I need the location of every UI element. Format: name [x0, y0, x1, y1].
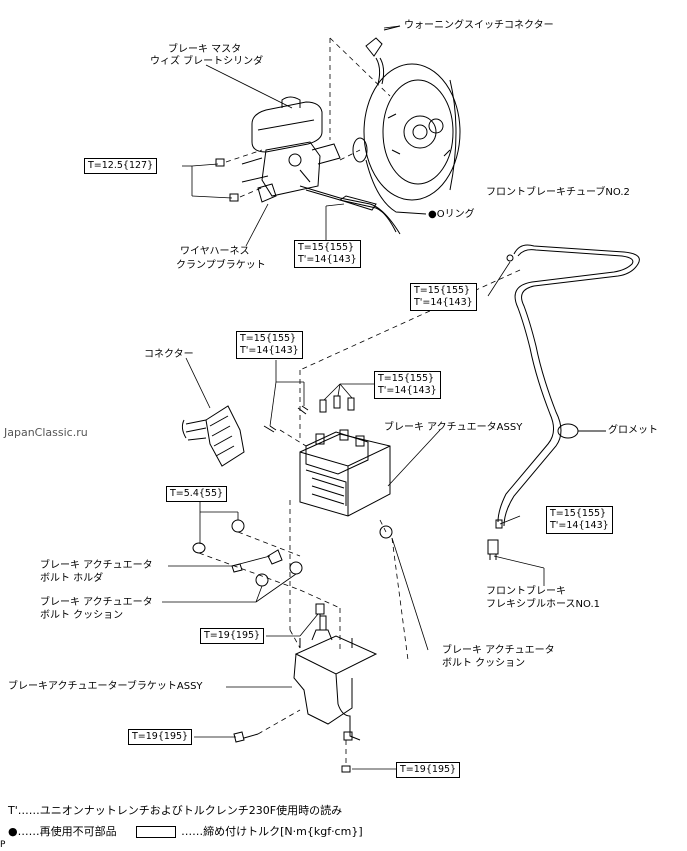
label-bracket-assy: ブレーキアクチュエーターブラケットASSY — [8, 681, 203, 692]
label-bolt-holder-2: ボルト ホルダ — [40, 573, 104, 584]
label-grommet: グロメット — [608, 425, 658, 436]
label-flex-hose-2: フレキシブルホースNO.1 — [486, 599, 600, 610]
label-bolt-cushion-right-2: ボルト クッション — [442, 658, 526, 669]
torque-value: T=12.5{127} — [88, 160, 154, 171]
torque-box-bolt-3: T=19{195} — [396, 762, 461, 778]
connector-drawing — [181, 405, 245, 467]
actuator-assy-drawing — [299, 429, 391, 517]
torque-key-box-icon — [135, 826, 176, 838]
torque-value: T=15{155} — [378, 373, 435, 384]
torque-box-tube-2: T=15{155} T'=14{143} — [410, 283, 477, 311]
torque-value: T=15{155} — [550, 508, 607, 519]
label-bolt-cushion-left-1: ブレーキ アクチュエータ — [40, 597, 153, 608]
torque-value: T=5.4{55} — [170, 488, 224, 499]
label-connector: コネクター — [144, 349, 194, 360]
label-wire-harness-1: ワイヤハーネス — [180, 246, 250, 257]
torque-value-tprime: T'=14{143} — [298, 254, 357, 265]
label-front-brake-tube: フロントブレーキチューブNO.2 — [486, 187, 630, 198]
torque-box-holder: T=5.4{55} — [166, 486, 228, 502]
torque-box-bolt-1: T=19{195} — [200, 628, 265, 644]
master-cylinder-drawing — [241, 96, 341, 197]
label-flex-hose-1: フロントブレーキ — [486, 586, 566, 597]
label-actuator-assy: ブレーキ アクチュエータASSY — [384, 422, 523, 433]
wire-bracket-drawing — [257, 183, 277, 203]
torque-value-tprime: T'=14{143} — [240, 345, 299, 356]
legend-torque: ……締め付けトルク[N·m{kgf·cm}] — [181, 825, 363, 838]
label-o-ring: ●Oリング — [428, 209, 475, 220]
label-bolt-holder-1: ブレーキ アクチュエータ — [40, 560, 153, 571]
torque-value: T=15{155} — [298, 242, 355, 253]
warning-switch-connector-drawing — [365, 25, 401, 85]
label-warning-switch-connector: ウォーニングスイッチコネクター — [404, 20, 554, 31]
label-bolt-cushion-right-1: ブレーキ アクチュエータ — [442, 645, 555, 656]
torque-box-tube-4: T=15{155} T'=14{143} — [374, 371, 441, 399]
label-master-cylinder-1: ブレーキ マスタ — [168, 44, 242, 55]
torque-value: T=19{195} — [204, 630, 261, 641]
label-wire-harness-2: クランプブラケット — [176, 260, 266, 271]
torque-value-tprime: T'=14{143} — [550, 520, 609, 531]
label-bolt-cushion-left-2: ボルト クッション — [40, 610, 124, 621]
watermark: JapanClassic.ru — [4, 426, 88, 439]
brake-booster-drawing — [363, 63, 461, 201]
torque-value: T=19{195} — [132, 731, 189, 742]
front-brake-tube-drawing — [495, 244, 640, 529]
torque-value: T=15{155} — [240, 333, 297, 344]
flex-hose-drawing — [487, 539, 499, 560]
torque-box-tube-3: T=15{155} T'=14{143} — [236, 331, 303, 359]
torque-value: T=15{155} — [414, 285, 471, 296]
torque-box-bolt-2: T=19{195} — [128, 729, 193, 745]
corner-mark: P — [0, 840, 6, 850]
legend-line-1: T'……ユニオンナットレンチおよびトルクレンチ230F使用時の読み — [8, 804, 343, 817]
torque-box-tube-5: T=15{155} T'=14{143} — [546, 506, 613, 534]
o-ring-drawing — [352, 137, 368, 163]
actuator-bracket-drawing — [293, 615, 378, 741]
torque-value: T=19{195} — [400, 764, 457, 775]
torque-value-tprime: T'=14{143} — [414, 297, 473, 308]
torque-box-master: T=12.5{127} — [84, 158, 158, 174]
legend-line-2: ●……再使用不可部品 ……締め付けトルク[N·m{kgf·cm}] — [8, 825, 363, 839]
label-master-cylinder-2: ウィズ ブレートシリンダ — [150, 56, 264, 67]
torque-value-tprime: T'=14{143} — [378, 385, 437, 396]
torque-box-tube-1: T=15{155} T'=14{143} — [294, 240, 361, 268]
legend-non-reusable: ●……再使用不可部品 — [8, 825, 117, 838]
